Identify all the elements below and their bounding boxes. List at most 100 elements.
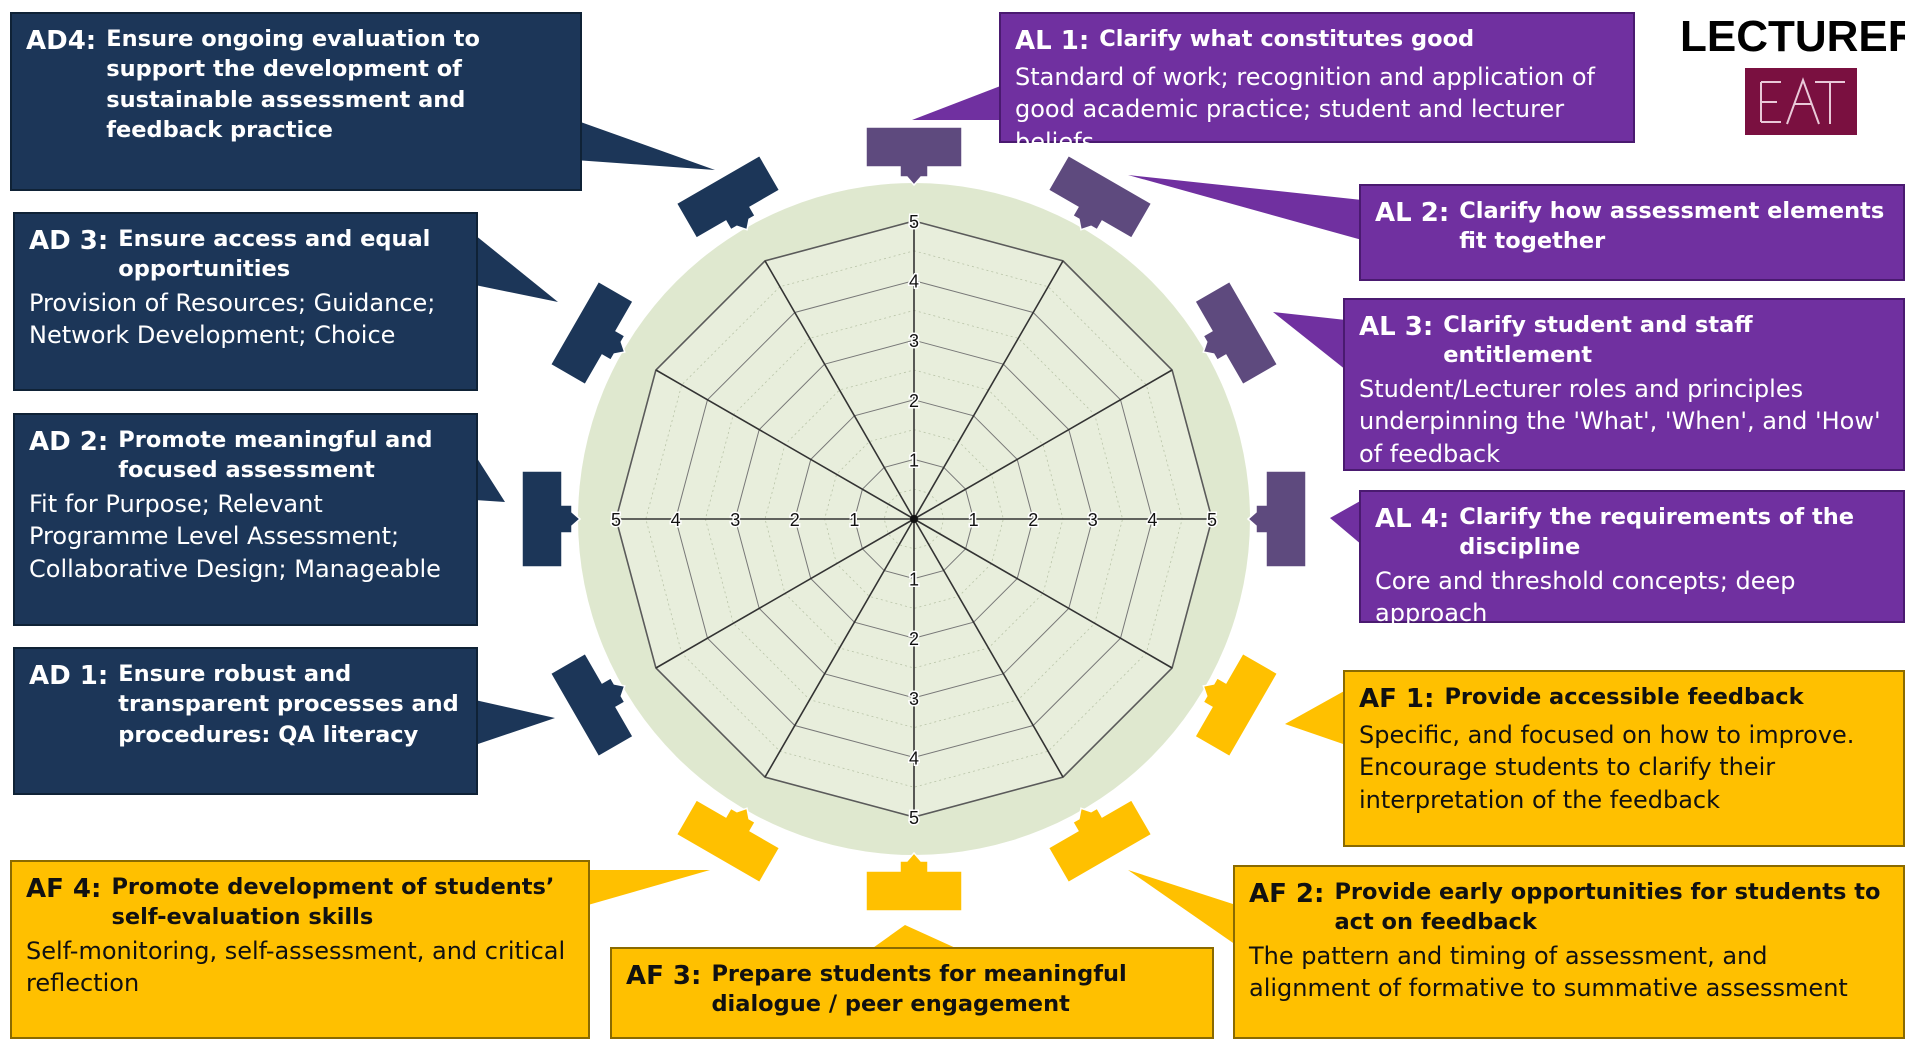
connector-1 xyxy=(1047,154,1153,240)
af3-title: Prepare students for meaningful dialogue… xyxy=(711,961,1127,1018)
box-ad2: AD 2:Promote meaningful and focused asse… xyxy=(13,413,478,626)
al1-title: Clarify what constitutes good xyxy=(1099,26,1475,52)
connector-11 xyxy=(675,154,781,240)
af1-heading: AF 1:Provide accessible feedback xyxy=(1359,682,1889,717)
af1-desc: Specific, and focused on how to improve.… xyxy=(1359,721,1855,814)
al4-title: Clarify the requirements of the discipli… xyxy=(1459,504,1854,561)
connector-shape xyxy=(521,470,582,568)
al2-code: AL 2: xyxy=(1375,198,1450,228)
connector-shape xyxy=(675,798,781,884)
eat-logo-icon xyxy=(1745,68,1857,135)
af2-desc: The pattern and timing of assessment, an… xyxy=(1249,941,1848,1003)
callout-tails xyxy=(475,85,1362,950)
ad1-heading: AD 1: Ensure robust and transparent proce… xyxy=(29,659,462,750)
connector-8 xyxy=(549,652,635,758)
af3-heading: AF 3:Prepare students for meaningful dia… xyxy=(626,959,1198,1020)
af2-heading: AF 2: Provide early opportunities for stu… xyxy=(1249,877,1889,938)
radar-spoke-4 xyxy=(913,518,1173,669)
tail-ad1 xyxy=(475,700,555,745)
af2-code: AF 2: xyxy=(1249,879,1325,909)
al3-desc: Student/Lecturer roles and principles un… xyxy=(1359,374,1881,468)
ad4-title: Ensure ongoing evaluation to support the… xyxy=(106,26,480,144)
radar-tick-label: 2 xyxy=(909,629,919,649)
radar-spoke-1 xyxy=(913,260,1064,520)
radar-tick-label: 4 xyxy=(1147,510,1157,530)
box-al3: AL 3:Clarify student and staff entitleme… xyxy=(1343,298,1905,471)
ad3-title: Ensure access and equal opportunities xyxy=(118,226,431,283)
ad1-code: AD 1: xyxy=(29,661,109,691)
box-af3: AF 3:Prepare students for meaningful dia… xyxy=(610,947,1214,1039)
tail-al3 xyxy=(1273,312,1346,370)
radar-tick-label: 3 xyxy=(909,331,919,351)
ad3-heading: AD 3:Ensure access and equal opportuniti… xyxy=(29,224,462,285)
box-ad4: AD4:Ensure ongoing evaluation to support… xyxy=(10,12,582,191)
al1-code: AL 1: xyxy=(1015,26,1090,56)
al2-heading: AL 2: Clarify how assessment elements fit… xyxy=(1375,196,1889,257)
radar-spoke-8 xyxy=(655,518,915,669)
tail-al1 xyxy=(912,85,1003,120)
ad3-desc: Provision of Resources; Guidance; Networ… xyxy=(29,288,436,350)
connector-7 xyxy=(675,798,781,884)
al4-heading: AL 4:Clarify the requirements of the dis… xyxy=(1375,502,1889,563)
connector-shape xyxy=(865,126,963,187)
radar-spoke-2 xyxy=(913,369,1173,520)
tail-ad2 xyxy=(475,455,505,502)
tail-af4 xyxy=(588,870,710,905)
radar-tick-label: 3 xyxy=(909,689,919,709)
al3-heading: AL 3:Clarify student and staff entitleme… xyxy=(1359,310,1889,371)
box-ad3: AD 3:Ensure access and equal opportuniti… xyxy=(13,212,478,391)
radar-tick-label: 5 xyxy=(611,510,621,530)
connector-10 xyxy=(549,280,635,386)
connector-shape xyxy=(549,652,635,758)
connector-shape xyxy=(1047,798,1153,884)
connector-shape xyxy=(1246,470,1307,568)
tail-al2 xyxy=(1128,175,1362,240)
radar-spoke-7 xyxy=(764,518,915,778)
connector-shape xyxy=(675,154,781,240)
ad2-desc: Fit for Purpose; Relevant Programme Leve… xyxy=(29,489,441,583)
radar-tick-label: 2 xyxy=(1028,510,1038,530)
radar-tick-label: 2 xyxy=(790,510,800,530)
ad1-title: Ensure robust and transparent processes … xyxy=(118,661,459,748)
box-af2: AF 2: Provide early opportunities for stu… xyxy=(1233,865,1905,1039)
connectors xyxy=(521,126,1307,912)
box-ad1: AD 1: Ensure robust and transparent proce… xyxy=(13,647,478,795)
radar-spoke-10 xyxy=(655,369,915,520)
box-al1: AL 1:Clarify what constitutes good Stand… xyxy=(999,12,1635,156)
radar-tick-label: 1 xyxy=(969,510,979,530)
af2-title: Provide early opportunities for students… xyxy=(1334,879,1881,936)
al3-code: AL 3: xyxy=(1359,312,1434,342)
radar-tick-label: 4 xyxy=(671,510,681,530)
af4-desc: Self-monitoring, self-assessment, and cr… xyxy=(26,936,566,998)
connector-shape xyxy=(1047,154,1153,240)
connector-3 xyxy=(1246,470,1307,568)
al1-heading: AL 1: Clarify what constitutes good xyxy=(1015,24,1619,59)
al4-desc: Core and threshold concepts; deep approa… xyxy=(1375,566,1796,628)
af4-code: AF 4: xyxy=(26,874,102,904)
radar-tick-label: 5 xyxy=(909,808,919,828)
connector-9 xyxy=(521,470,582,568)
radar-tick-label: 2 xyxy=(909,391,919,411)
box-af4: AF 4:Promote development of students’ se… xyxy=(10,860,590,1039)
connector-4 xyxy=(1193,652,1279,758)
radar-tick-label: 1 xyxy=(909,570,919,590)
connector-5 xyxy=(1047,798,1153,884)
af4-heading: AF 4:Promote development of students’ se… xyxy=(26,872,574,933)
tail-af1 xyxy=(1285,690,1346,745)
al2-title: Clarify how assessment elements fit toge… xyxy=(1459,198,1885,255)
brand-title: LECTURER xyxy=(1680,12,1905,61)
af1-code: AF 1: xyxy=(1359,684,1435,714)
tail-ad3 xyxy=(475,235,558,302)
connector-shape xyxy=(865,851,963,912)
radar-tick-label: 3 xyxy=(1088,510,1098,530)
radar-tick-label: 1 xyxy=(909,450,919,470)
radar-tick-label: 5 xyxy=(909,212,919,232)
box-af1: AF 1:Provide accessible feedback Specifi… xyxy=(1343,670,1905,847)
connector-shape xyxy=(1193,652,1279,758)
connector-shape xyxy=(549,280,635,386)
radar-spoke-5 xyxy=(913,518,1064,778)
tail-af3 xyxy=(870,925,960,950)
